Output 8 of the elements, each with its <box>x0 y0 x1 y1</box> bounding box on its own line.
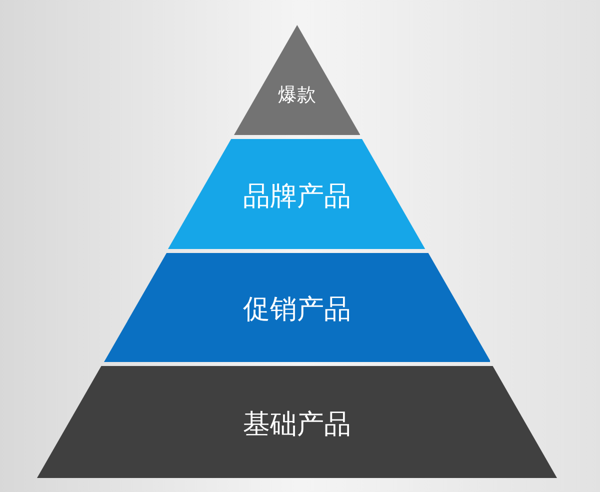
pyramid-level <box>234 25 360 135</box>
level-label: 品牌产品 <box>242 180 352 214</box>
level-label: 基础产品 <box>242 408 352 442</box>
level-label: 促销产品 <box>242 293 352 328</box>
level-label: 爆款 <box>276 82 317 108</box>
pyramid-level <box>36 366 557 478</box>
pyramid-level <box>168 139 426 249</box>
pyramid-level <box>104 253 490 362</box>
